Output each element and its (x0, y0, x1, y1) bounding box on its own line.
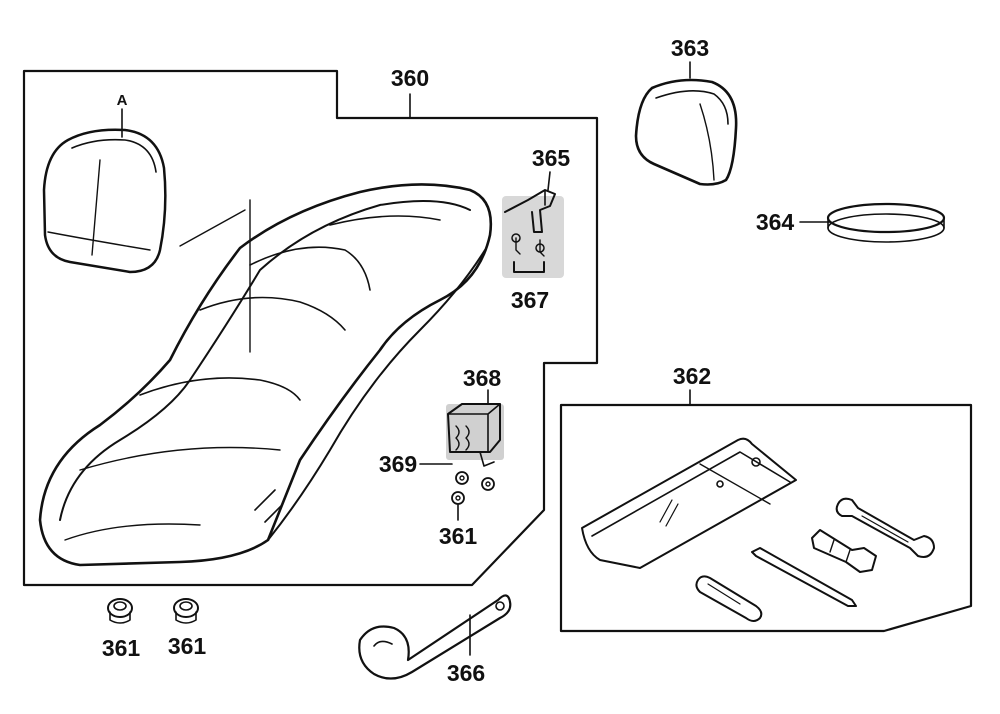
screwdriver-handle-part (695, 575, 763, 622)
label-363: 363 (671, 35, 709, 61)
tool-bag-part (581, 437, 797, 569)
label-361-right: 361 (168, 633, 207, 659)
label-364: 364 (756, 209, 795, 235)
seat-body (38, 183, 493, 567)
label-369: 369 (379, 451, 417, 477)
seal-ring-part (826, 202, 946, 243)
hinge-clip-part (502, 189, 564, 278)
label-detail-a: A (117, 92, 128, 109)
open-end-wrench-part (835, 497, 935, 558)
seat-lock-part (446, 403, 504, 505)
label-361-left: 361 (102, 635, 141, 661)
screwdriver-blade-part (751, 547, 857, 607)
seat-assembly-frame (22, 69, 599, 587)
backrest-detail-a (42, 128, 251, 353)
rubber-buffer-left-part (107, 598, 133, 624)
hook-spanner-part (358, 594, 512, 680)
label-366: 366 (447, 660, 485, 686)
label-365: 365 (532, 145, 571, 171)
rubber-buffer-right-part (173, 598, 199, 624)
socket-wrench-part (811, 529, 877, 573)
label-361-lock: 361 (439, 523, 478, 549)
label-360: 360 (391, 65, 429, 91)
label-367: 367 (511, 287, 549, 313)
leader-lines (121, 61, 831, 656)
label-362: 362 (673, 363, 711, 389)
tool-kit-frame (559, 403, 973, 633)
label-368: 368 (463, 365, 502, 391)
backrest-pad-part (634, 78, 738, 186)
